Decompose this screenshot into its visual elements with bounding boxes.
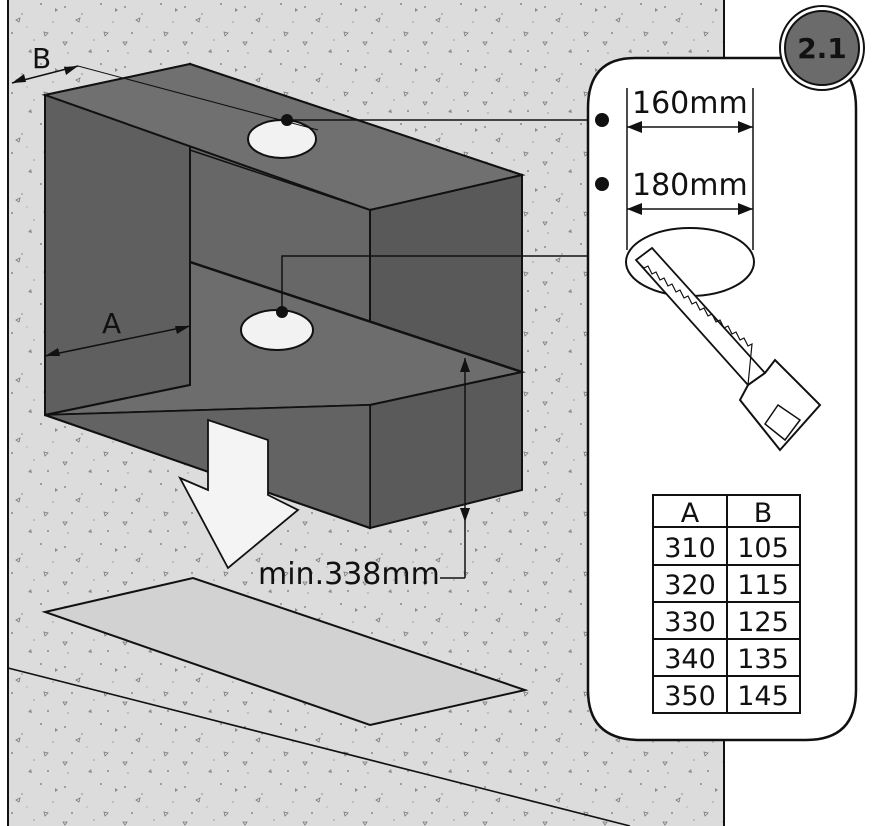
step-badge: 2.1 [779,5,865,91]
label-a: A [102,307,121,340]
step-badge-label: 2.1 [797,32,847,65]
table-cell-b: 115 [737,570,789,601]
cover-plate [41,576,529,727]
dimension-a: A [44,307,191,357]
top-hole [247,119,317,159]
table-cell-a: 350 [664,681,716,712]
down-arrow-icon [178,418,300,570]
table-cell-a: 330 [664,607,716,638]
table-cell-b: 145 [737,681,789,712]
table-cell-b: 125 [737,607,789,638]
label-min-clearance: min.338mm [258,557,440,592]
table-cell-a: 340 [664,644,716,675]
panel-marker-inner [595,113,609,127]
dimension-b: B [11,42,319,131]
label-b: B [32,42,51,75]
table-header-b: B [754,498,773,529]
size-table: A B 310 105 320 115 330 125 340 135 350 … [652,494,801,714]
table-cell-a: 320 [664,570,716,601]
table-cell-a: 310 [664,533,716,564]
floor-line [7,667,631,826]
label-180mm: 180mm [632,168,748,203]
shelf-edge [189,260,523,374]
dimension-180: 180mm [627,168,753,215]
table-header-a: A [681,498,700,529]
table-cell-b: 105 [737,533,789,564]
table-cell-b: 135 [737,644,789,675]
saw-icon [634,246,822,452]
dimension-160: 160mm [626,86,754,250]
box-back-divider [189,149,371,211]
shelf-hole [240,309,314,351]
panel-marker-outer [595,177,609,191]
dimension-min-clearance: min.338mm [258,358,470,592]
label-160mm: 160mm [632,86,748,121]
